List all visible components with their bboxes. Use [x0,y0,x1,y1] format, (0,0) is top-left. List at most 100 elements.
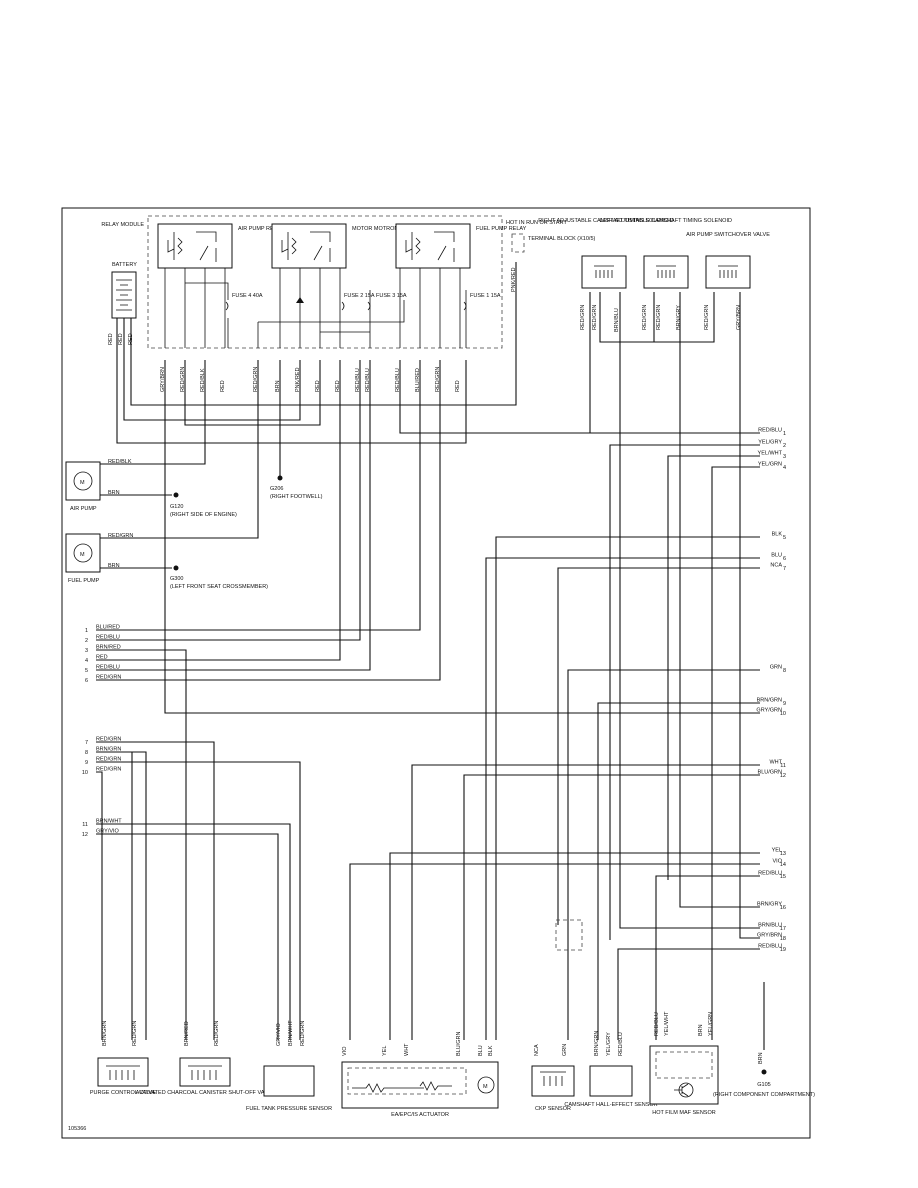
fuel-pump: M FUEL PUMP RED/GRN BRN G300 (LEFT FRONT… [65,533,268,590]
relay-coil-icon [167,231,217,262]
fts-wire-3: RED/GRN [300,1021,306,1046]
fuse-4-label: FUSE 4 40A [232,293,263,299]
right-connector-wire: GRN [770,665,782,671]
ground-icon [277,475,283,481]
terminal-block-x10-5: HOT IN RUN OR START TERMINAL BLOCK (X10/… [506,220,596,292]
fuse-icon [225,301,467,311]
air-pump-box [65,461,101,501]
battery-label: BATTERY [112,262,137,268]
fuel-tank-sensor-box [263,1065,315,1097]
right-connector-pin: 14 [780,862,786,868]
right-connector-pin: 5 [783,535,786,541]
right-connector-wire: BRN/BLU [758,923,782,929]
right-connector-labels: 1RED/BLU2YEL/GRY3YEL/WHT4YEL/GRN5BLK6BLU… [756,428,786,954]
left-connector-pin: 8 [85,750,88,756]
relay-coil-icon [281,231,331,262]
motronic-relay: MOTOR MOTRONIC RELAY [271,223,423,269]
left-connector-pin: 2 [85,638,88,644]
fuel-tank-pressure-sensor: FUEL TANK PRESSURE SENSOR GRY/VIO BRN/WH… [246,1020,332,1112]
fuse-3-label: FUSE 3 15A [376,293,407,299]
relay-module: RELAY MODULE AIR PUMP RELAY MOTOR MOTRON… [101,215,527,392]
charcoal-canister-valve: ACTIVATED CHARCOAL CANISTER SHUT-OFF VAL… [136,1021,275,1096]
relay-pin-wire: RED [220,380,226,392]
ground-icon [761,1069,767,1075]
maf-sensor: HOT FILM MAF SENSOR RED/BLU YEL/WHT BRN … [649,1011,719,1116]
main-wiring [96,262,765,1050]
air-pump-switchover-valve: AIR PUMP SWITCHOVER VALVE [686,232,770,289]
left-connector-pin: 11 [82,822,88,828]
left-connector-pin: 7 [85,740,88,746]
g206-ground: G206 (RIGHT FOOTWELL) [270,475,323,500]
right-connector-wire: RED/BLU [758,871,782,877]
relay-coil-icon [405,231,455,262]
right-connector-wire: GRY/BRN [757,933,782,939]
left-connector-wire: RED [96,655,108,661]
left-connector-wire: BLU/RED [96,625,120,631]
air-pump-relay-box [157,223,233,269]
left-connector-pin: 10 [82,770,88,776]
right-camshaft-solenoid-label: RIGHT ADJUSTABLE CAMSHAFT TIMING SOLENOI… [538,218,674,224]
relay-pin-wire: GRY/BRN [160,367,166,392]
battery-wire-2: RED [118,333,124,345]
fuse-2-label: FUSE 2 15A [344,293,375,299]
fuel-pump-relay: FUEL PUMP RELAY [395,223,527,269]
g300-label: G300 [170,576,183,582]
sol-2-wire-a: RED/GRN [642,305,648,330]
right-connector-pin: 11 [780,763,786,769]
potentiometer-icon [352,1081,452,1093]
left-connector-labels: 1BLU/RED2RED/BLU3BRN/RED4RED5RED/BLU6RED… [82,625,122,839]
relay-pin-wire: RED/GRN [253,367,259,392]
right-connector-pin: 3 [783,454,786,460]
left-connector-pin: 9 [85,760,88,766]
fuel-pump-box [65,533,101,573]
left-connector-pin: 4 [85,658,88,664]
switchover-valve-label: AIR PUMP SWITCHOVER VALVE [686,232,770,238]
left-connector-pin: 1 [85,628,88,634]
relay-pin-wire: RED/GRN [180,367,186,392]
left-connector-wire: RED/BLU [96,635,120,641]
ckp-wire-1: NCA [534,1044,540,1056]
left-connector-pin: 5 [85,668,88,674]
g300-desc: (LEFT FRONT SEAT CROSSMEMBER) [170,584,268,590]
actuator-box [341,1061,499,1109]
act-wire-5: BLU [478,1045,484,1056]
right-connector-pin: 15 [780,874,786,880]
maf-sensor-box [649,1045,719,1105]
hot-in-run-label: HOT IN RUN OR START [506,220,567,226]
sol-2-wire-a2: RED/GRN [656,305,662,330]
purge-control-valve: PURGE CONTROL VALVE BRN/GRN RED/GRN [90,1021,157,1096]
motronic-relay-box [271,223,347,269]
motor-icon [73,543,93,563]
right-connector-pin: 17 [780,926,786,932]
hall-wire-2: YEL/GRY [606,1032,612,1056]
act-wire-1: VIO [342,1046,348,1056]
battery-wire-1: RED [108,333,114,345]
solenoid-coil-icon [594,265,614,278]
relay-pin-wire: RED [315,380,321,392]
diagram-id: 105366 [68,1126,86,1132]
left-connector-pin: 12 [82,832,88,838]
ckp-sensor-label: CKP SENSOR [535,1106,571,1112]
right-connector-wire: BLU/GRN [758,770,782,776]
relay-pin-wire: RED/BLK [200,368,206,392]
right-connector-wire: YEL/GRN [758,462,782,468]
right-connector-pin: 8 [783,668,786,674]
air-pump-relay: AIR PUMP RELAY [157,223,284,269]
ground-icon [173,492,179,498]
right-connector-wire: BRN/GRN [757,698,782,704]
right-connector-wire: WHT [769,760,782,766]
charcoal-valve-box [179,1057,231,1087]
fts-wire-2: BRN/WHT [288,1020,294,1046]
sol-3-wire-b: GRY/BRN [736,305,742,330]
right-connector-wire: RED/BLU [758,944,782,950]
right-connector-pin: 4 [783,465,786,471]
solenoid-wire-labels: RED/GRN RED/GRN BRN/BLU RED/GRN RED/GRN … [580,305,742,332]
right-connector-wire: BRN/GRY [757,902,782,908]
right-connector-pin: 6 [783,556,786,562]
relay-module-label: RELAY MODULE [101,222,144,228]
motor-icon [477,1076,495,1094]
g105-wire: BRN [758,1052,764,1064]
right-connector-wire: NCA [770,563,782,569]
ckp-sensor-box [531,1065,575,1097]
